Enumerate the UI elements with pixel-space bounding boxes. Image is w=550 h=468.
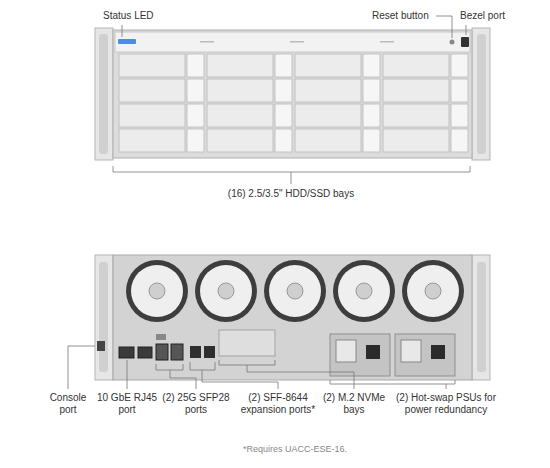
bezel-port xyxy=(461,37,469,47)
callout-label: (2) SFF-8644 expansion ports* xyxy=(236,392,320,416)
callout-label: Reset button xyxy=(372,10,436,22)
footnote: *Requires UACC-ESE-16. xyxy=(190,443,400,455)
leader-lines xyxy=(68,346,455,389)
callout-label: (2) M.2 NVMe bays xyxy=(322,392,386,416)
reset-button xyxy=(450,40,455,45)
leader-lines xyxy=(113,16,470,184)
callout-label: (2) Hot-swap PSUs for power redundancy xyxy=(390,392,502,416)
callout-label: Bezel port xyxy=(460,10,512,22)
rear-chassis xyxy=(95,255,490,380)
callout-label: 10 GbE RJ45 port xyxy=(96,392,158,416)
callout-label: Console port xyxy=(42,392,94,416)
front-chassis xyxy=(95,28,490,160)
rear-ports xyxy=(97,330,455,376)
callout-label: (16) 2.5/3.5" HDD/SSD bays xyxy=(196,188,386,200)
drive-bays xyxy=(119,54,468,152)
status-led xyxy=(118,39,136,44)
fans xyxy=(126,260,464,322)
callout-label: Status LED xyxy=(103,10,173,22)
callout-label: (2) 25G SFP28 ports xyxy=(160,392,232,416)
